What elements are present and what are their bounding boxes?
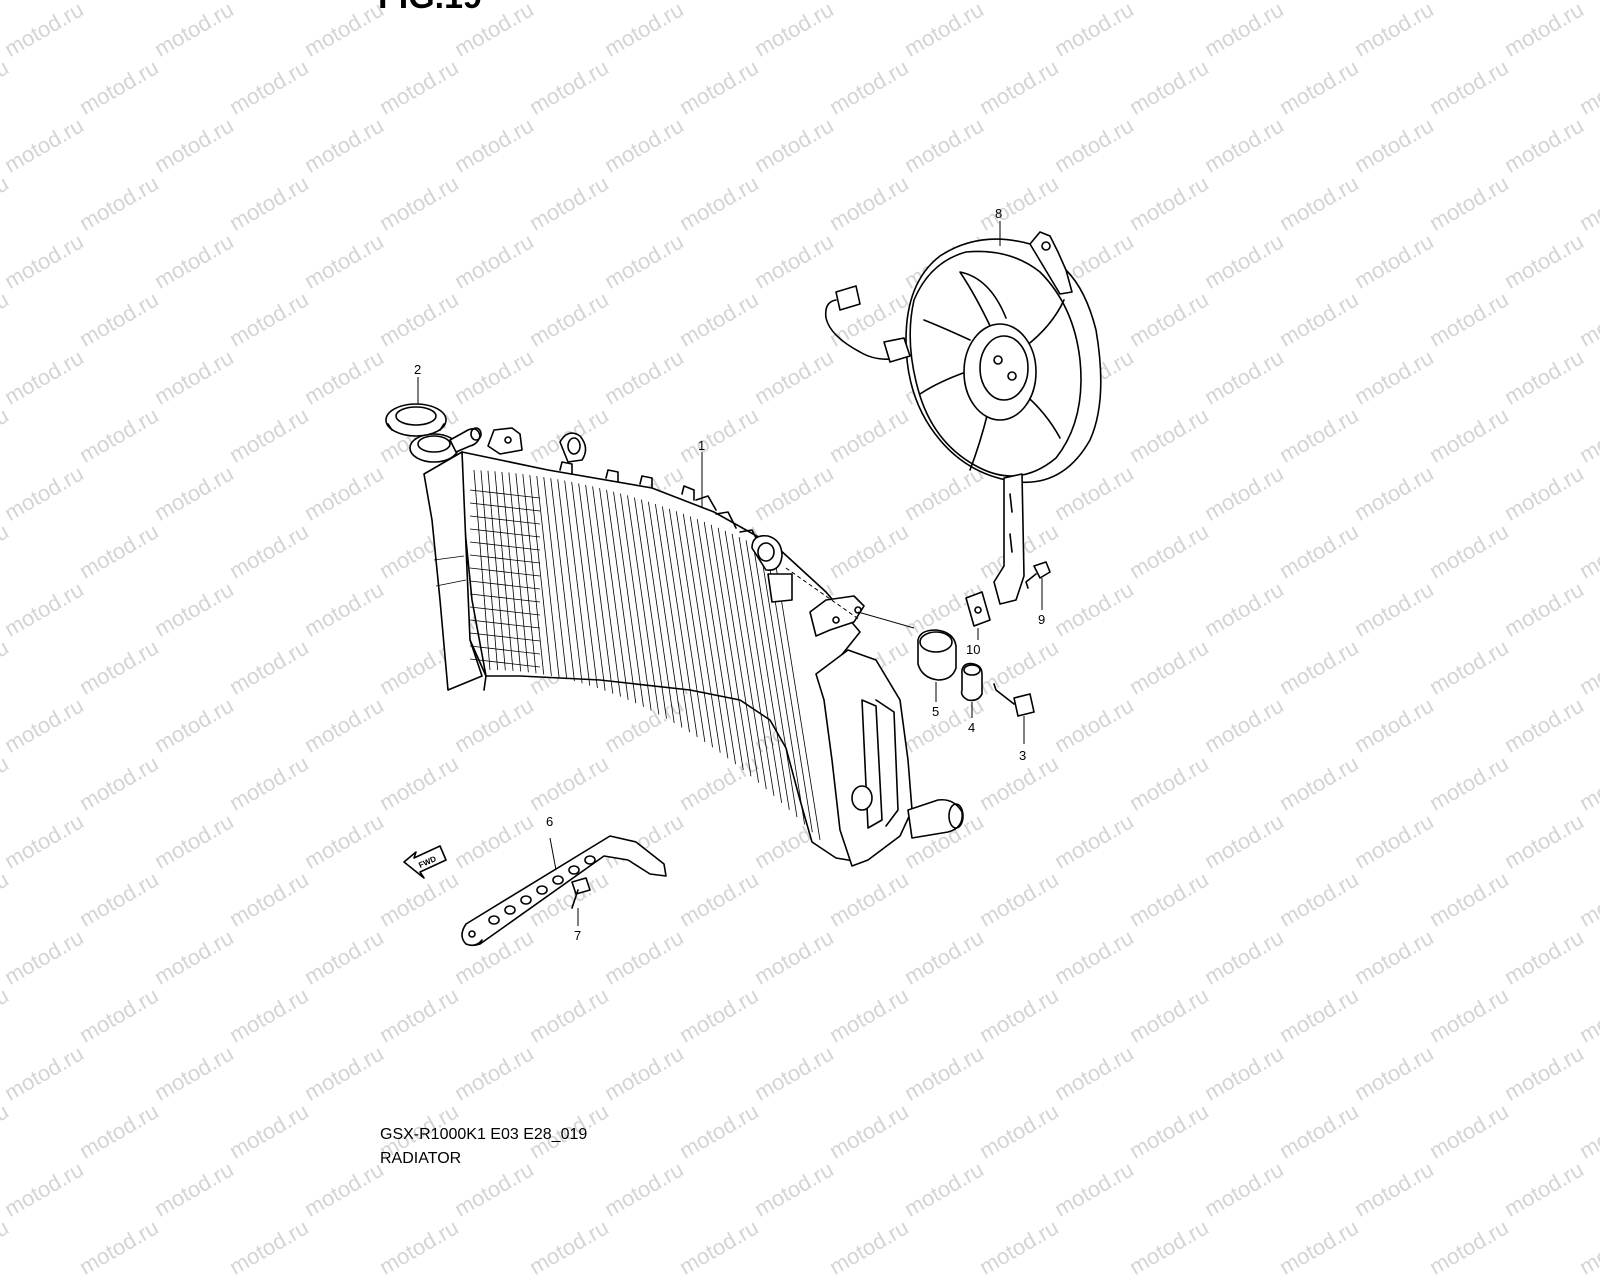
radiator-fin-line [613, 491, 644, 707]
watermark-text: motod.ru [1575, 1214, 1600, 1280]
radiator-fin-line [469, 489, 541, 499]
radiator-fin-line [634, 497, 667, 719]
radiator-fin-line [469, 619, 541, 629]
radiator-fin-line [473, 469, 491, 671]
radiator-fin-line [731, 533, 775, 796]
callout-8: 8 [995, 206, 1002, 221]
forward-direction-arrow: FWD [403, 845, 447, 879]
radiator-fin-line [654, 503, 690, 733]
watermark-text: motod.ru [225, 1214, 313, 1280]
bolt-icon-3 [993, 683, 1035, 744]
radiator-fin-line [675, 511, 713, 748]
radiator-fin-line [469, 580, 541, 590]
watermark-text: motod.ru [525, 1214, 613, 1280]
radiator-fin-line [529, 474, 552, 676]
radiator-fin-line [469, 632, 541, 642]
watermark-text: motod.ru [1425, 1214, 1513, 1280]
radiator-fin-line [592, 486, 621, 697]
radiator-fin-line [469, 502, 541, 512]
watermark-text: motod.ru [975, 1214, 1063, 1280]
radiator-fin-line [564, 480, 591, 686]
radiator-cap-icon [385, 377, 447, 437]
radiator-fin-line [469, 593, 541, 603]
watermark-text: motod.ru [1275, 1214, 1363, 1280]
radiator-core-icon [409, 427, 964, 867]
callout-4: 4 [968, 720, 975, 735]
radiator-fin-line [738, 536, 783, 803]
radiator-fin-line [469, 515, 541, 525]
callout-3: 3 [1019, 748, 1026, 763]
callout-6: 6 [546, 814, 553, 829]
radiator-fin-line [752, 543, 798, 818]
radiator-fin-line [469, 606, 541, 616]
radiator-fin-line [717, 527, 759, 783]
radiator-fin-line [641, 499, 675, 724]
bolt-icon-9 [1025, 561, 1051, 610]
callout-9: 9 [1038, 612, 1045, 627]
radiator-fin-line [724, 530, 767, 790]
radiator-fin-line [469, 645, 541, 655]
radiator-fin-line [557, 479, 583, 684]
radiator-fin-line [599, 488, 629, 700]
radiator-fin-line [703, 521, 744, 771]
cooling-fan-icon [824, 221, 1102, 605]
model-code: GSX-R1000K1 E03 E28_019 [380, 1126, 588, 1143]
cushion-icon [917, 629, 957, 702]
radiator-fin-line [522, 474, 545, 675]
nut-icon [965, 591, 991, 640]
radiator-exploded-diagram: FWD 1 2 3 4 5 6 7 8 9 10 [385, 206, 1102, 947]
callout-7: 7 [574, 928, 581, 943]
callout-10: 10 [966, 642, 980, 657]
callout-2: 2 [414, 362, 421, 377]
bracket-icon [461, 835, 667, 947]
watermark-text: motod.ru [825, 1214, 913, 1280]
callout-5: 5 [932, 704, 939, 719]
radiator-fin-line [661, 506, 698, 738]
radiator-fin-line [585, 484, 614, 694]
radiator-fin-line [682, 513, 721, 753]
radiator-fin-line [536, 475, 560, 678]
radiator-fin-line [571, 481, 598, 689]
radiator-fin-line [710, 524, 752, 777]
radiator-fin-line [578, 483, 606, 691]
radiator-fin-line [620, 493, 652, 711]
radiator-fin-line [606, 489, 637, 704]
radiator-fin-line [550, 478, 575, 682]
radiator-fin-line [469, 528, 541, 538]
radiator-fin-line [759, 546, 806, 825]
radiator-fin-line [745, 540, 790, 810]
screw-icon [571, 877, 591, 926]
radiator-fin-line [469, 554, 541, 564]
watermark-text: motod.ru [675, 1214, 763, 1280]
radiator-fin-line [543, 476, 568, 680]
radiator-fin-line [696, 519, 736, 765]
radiator-fin-line [648, 501, 683, 728]
watermark-text: motod.ru [75, 1214, 163, 1280]
radiator-fin-line [668, 508, 706, 743]
radiator-fin-line [689, 516, 729, 759]
radiator-fin-line [469, 541, 541, 551]
collar-icon [960, 662, 983, 718]
radiator-fin-line [627, 495, 660, 715]
figure-title: FIG.19 [378, 0, 482, 17]
callout-1: 1 [698, 438, 705, 453]
radiator-fin-line [469, 658, 541, 668]
watermark-text: motod.ru [375, 1214, 463, 1280]
assembly-name: RADIATOR [380, 1150, 462, 1167]
watermark-text: motod.ru [0, 1214, 13, 1280]
watermark-text: motod.ru [1125, 1214, 1213, 1280]
radiator-fin-line [469, 567, 541, 577]
